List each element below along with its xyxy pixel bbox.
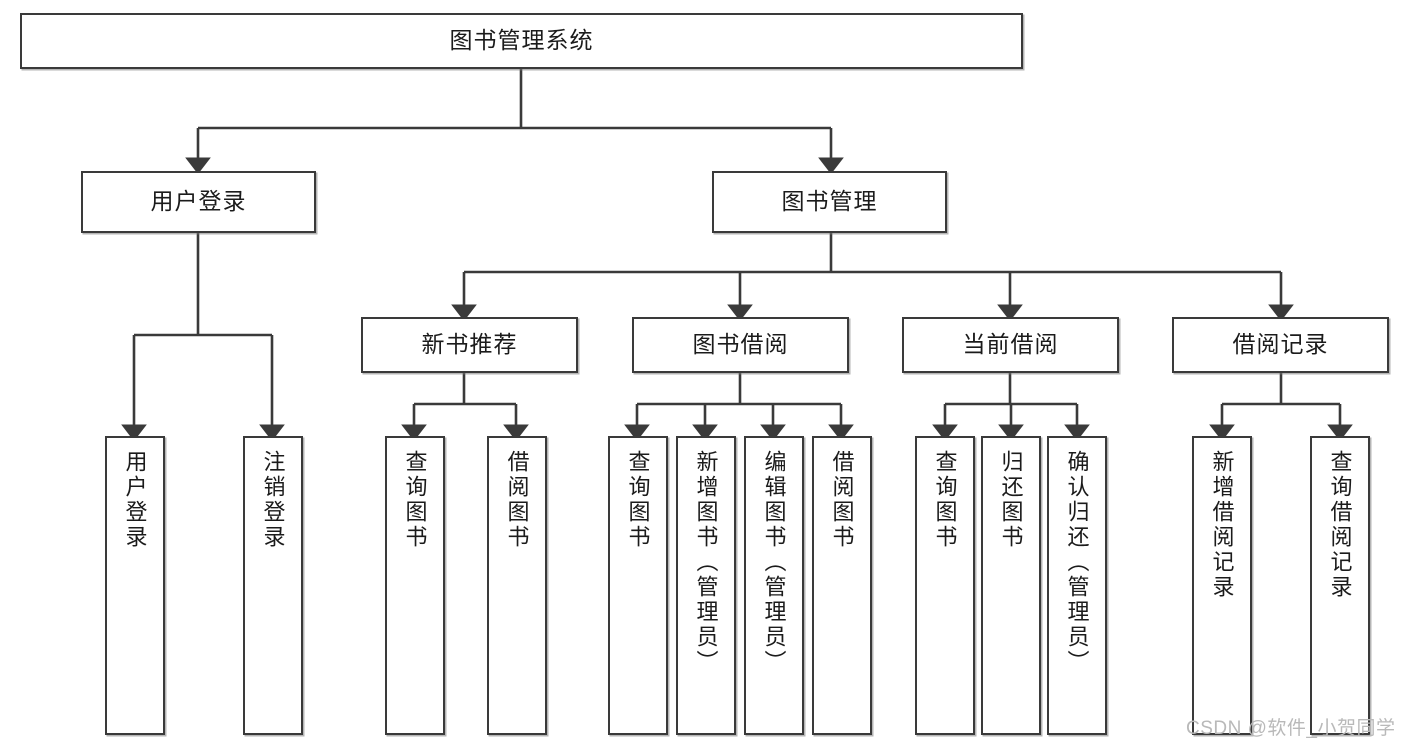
- node-label: 图书管理: [781, 188, 878, 215]
- node-label: 用户登录: [150, 188, 247, 215]
- node-label: 归还图书: [998, 450, 1024, 550]
- node-leaf-add-book-admin[interactable]: 新增图书（管理员）: [676, 436, 736, 735]
- node-label: 新增借阅记录: [1209, 450, 1235, 600]
- node-leaf-query-borrow-record[interactable]: 查询借阅记录: [1310, 436, 1370, 735]
- csdn-watermark: CSDN @软件_小贺同学: [1186, 718, 1396, 739]
- node-book-borrowing[interactable]: 图书借阅: [632, 317, 849, 373]
- node-root-book-management-system[interactable]: 图书管理系统: [20, 13, 1023, 69]
- node-label: 图书管理系统: [449, 27, 594, 54]
- node-label: 注销登录: [260, 450, 286, 550]
- node-label: 查询图书: [402, 450, 428, 550]
- node-user-login[interactable]: 用户登录: [81, 171, 316, 233]
- node-label: 查询图书: [625, 450, 651, 550]
- node-label: 借阅图书: [829, 450, 855, 550]
- node-leaf-confirm-return-admin[interactable]: 确认归还（管理员）: [1047, 436, 1107, 735]
- node-label: 借阅记录: [1232, 331, 1329, 358]
- node-label: 新书推荐: [421, 331, 518, 358]
- node-current-borrowing[interactable]: 当前借阅: [902, 317, 1119, 373]
- node-book-management[interactable]: 图书管理: [712, 171, 947, 233]
- node-label: 借阅图书: [504, 450, 530, 550]
- node-new-book-recommendation[interactable]: 新书推荐: [361, 317, 578, 373]
- node-leaf-add-borrow-record[interactable]: 新增借阅记录: [1192, 436, 1252, 735]
- node-label: 当前借阅: [962, 331, 1059, 358]
- node-leaf-query-book-current[interactable]: 查询图书: [915, 436, 975, 735]
- node-label: 用户登录: [122, 450, 148, 550]
- node-label: 确认归还（管理员）: [1064, 450, 1090, 675]
- node-label: 查询图书: [932, 450, 958, 550]
- node-leaf-query-book-borrow[interactable]: 查询图书: [608, 436, 668, 735]
- node-label: 查询借阅记录: [1327, 450, 1353, 600]
- node-borrowing-record[interactable]: 借阅记录: [1172, 317, 1389, 373]
- node-leaf-edit-book-admin[interactable]: 编辑图书（管理员）: [744, 436, 804, 735]
- node-label: 新增图书（管理员）: [693, 450, 719, 675]
- node-leaf-borrow-book-borrow[interactable]: 借阅图书: [812, 436, 872, 735]
- node-label: 图书借阅: [692, 331, 789, 358]
- node-label: 编辑图书（管理员）: [761, 450, 787, 675]
- node-leaf-user-login[interactable]: 用户登录: [105, 436, 165, 735]
- node-leaf-logout[interactable]: 注销登录: [243, 436, 303, 735]
- node-leaf-query-book-new-rec[interactable]: 查询图书: [385, 436, 445, 735]
- node-leaf-borrow-book-new-rec[interactable]: 借阅图书: [487, 436, 547, 735]
- node-leaf-return-book[interactable]: 归还图书: [981, 436, 1041, 735]
